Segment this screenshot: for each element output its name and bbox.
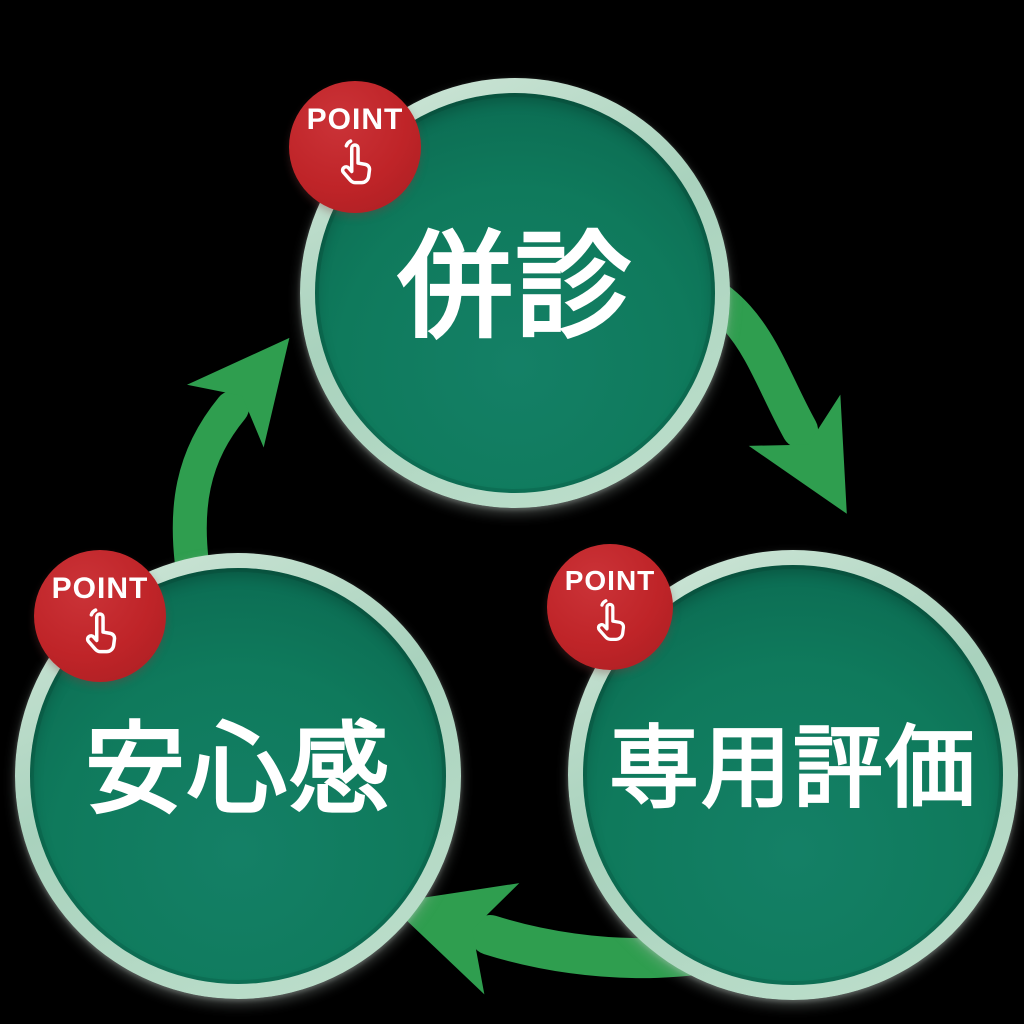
point-badge-top[interactable]: POINT	[289, 81, 421, 213]
point-badge-label: POINT	[306, 103, 404, 136]
node-circle-right: 専用評価	[568, 550, 1018, 1000]
tap-hand-icon	[327, 136, 383, 197]
node-label-top: 併診	[397, 222, 633, 352]
node-label-right: 専用評価	[609, 719, 977, 819]
point-badge-label: POINT	[51, 572, 149, 605]
point-badge-left[interactable]: POINT	[34, 550, 166, 682]
point-badge-label: POINT	[564, 565, 656, 596]
point-badge-right[interactable]: POINT	[547, 544, 673, 670]
node-circle-left: 安心感	[15, 553, 461, 999]
node-label-left: 安心感	[85, 714, 391, 826]
tap-hand-icon	[72, 605, 128, 666]
node-disc: 安心感	[30, 568, 446, 984]
tap-hand-icon	[584, 596, 636, 653]
